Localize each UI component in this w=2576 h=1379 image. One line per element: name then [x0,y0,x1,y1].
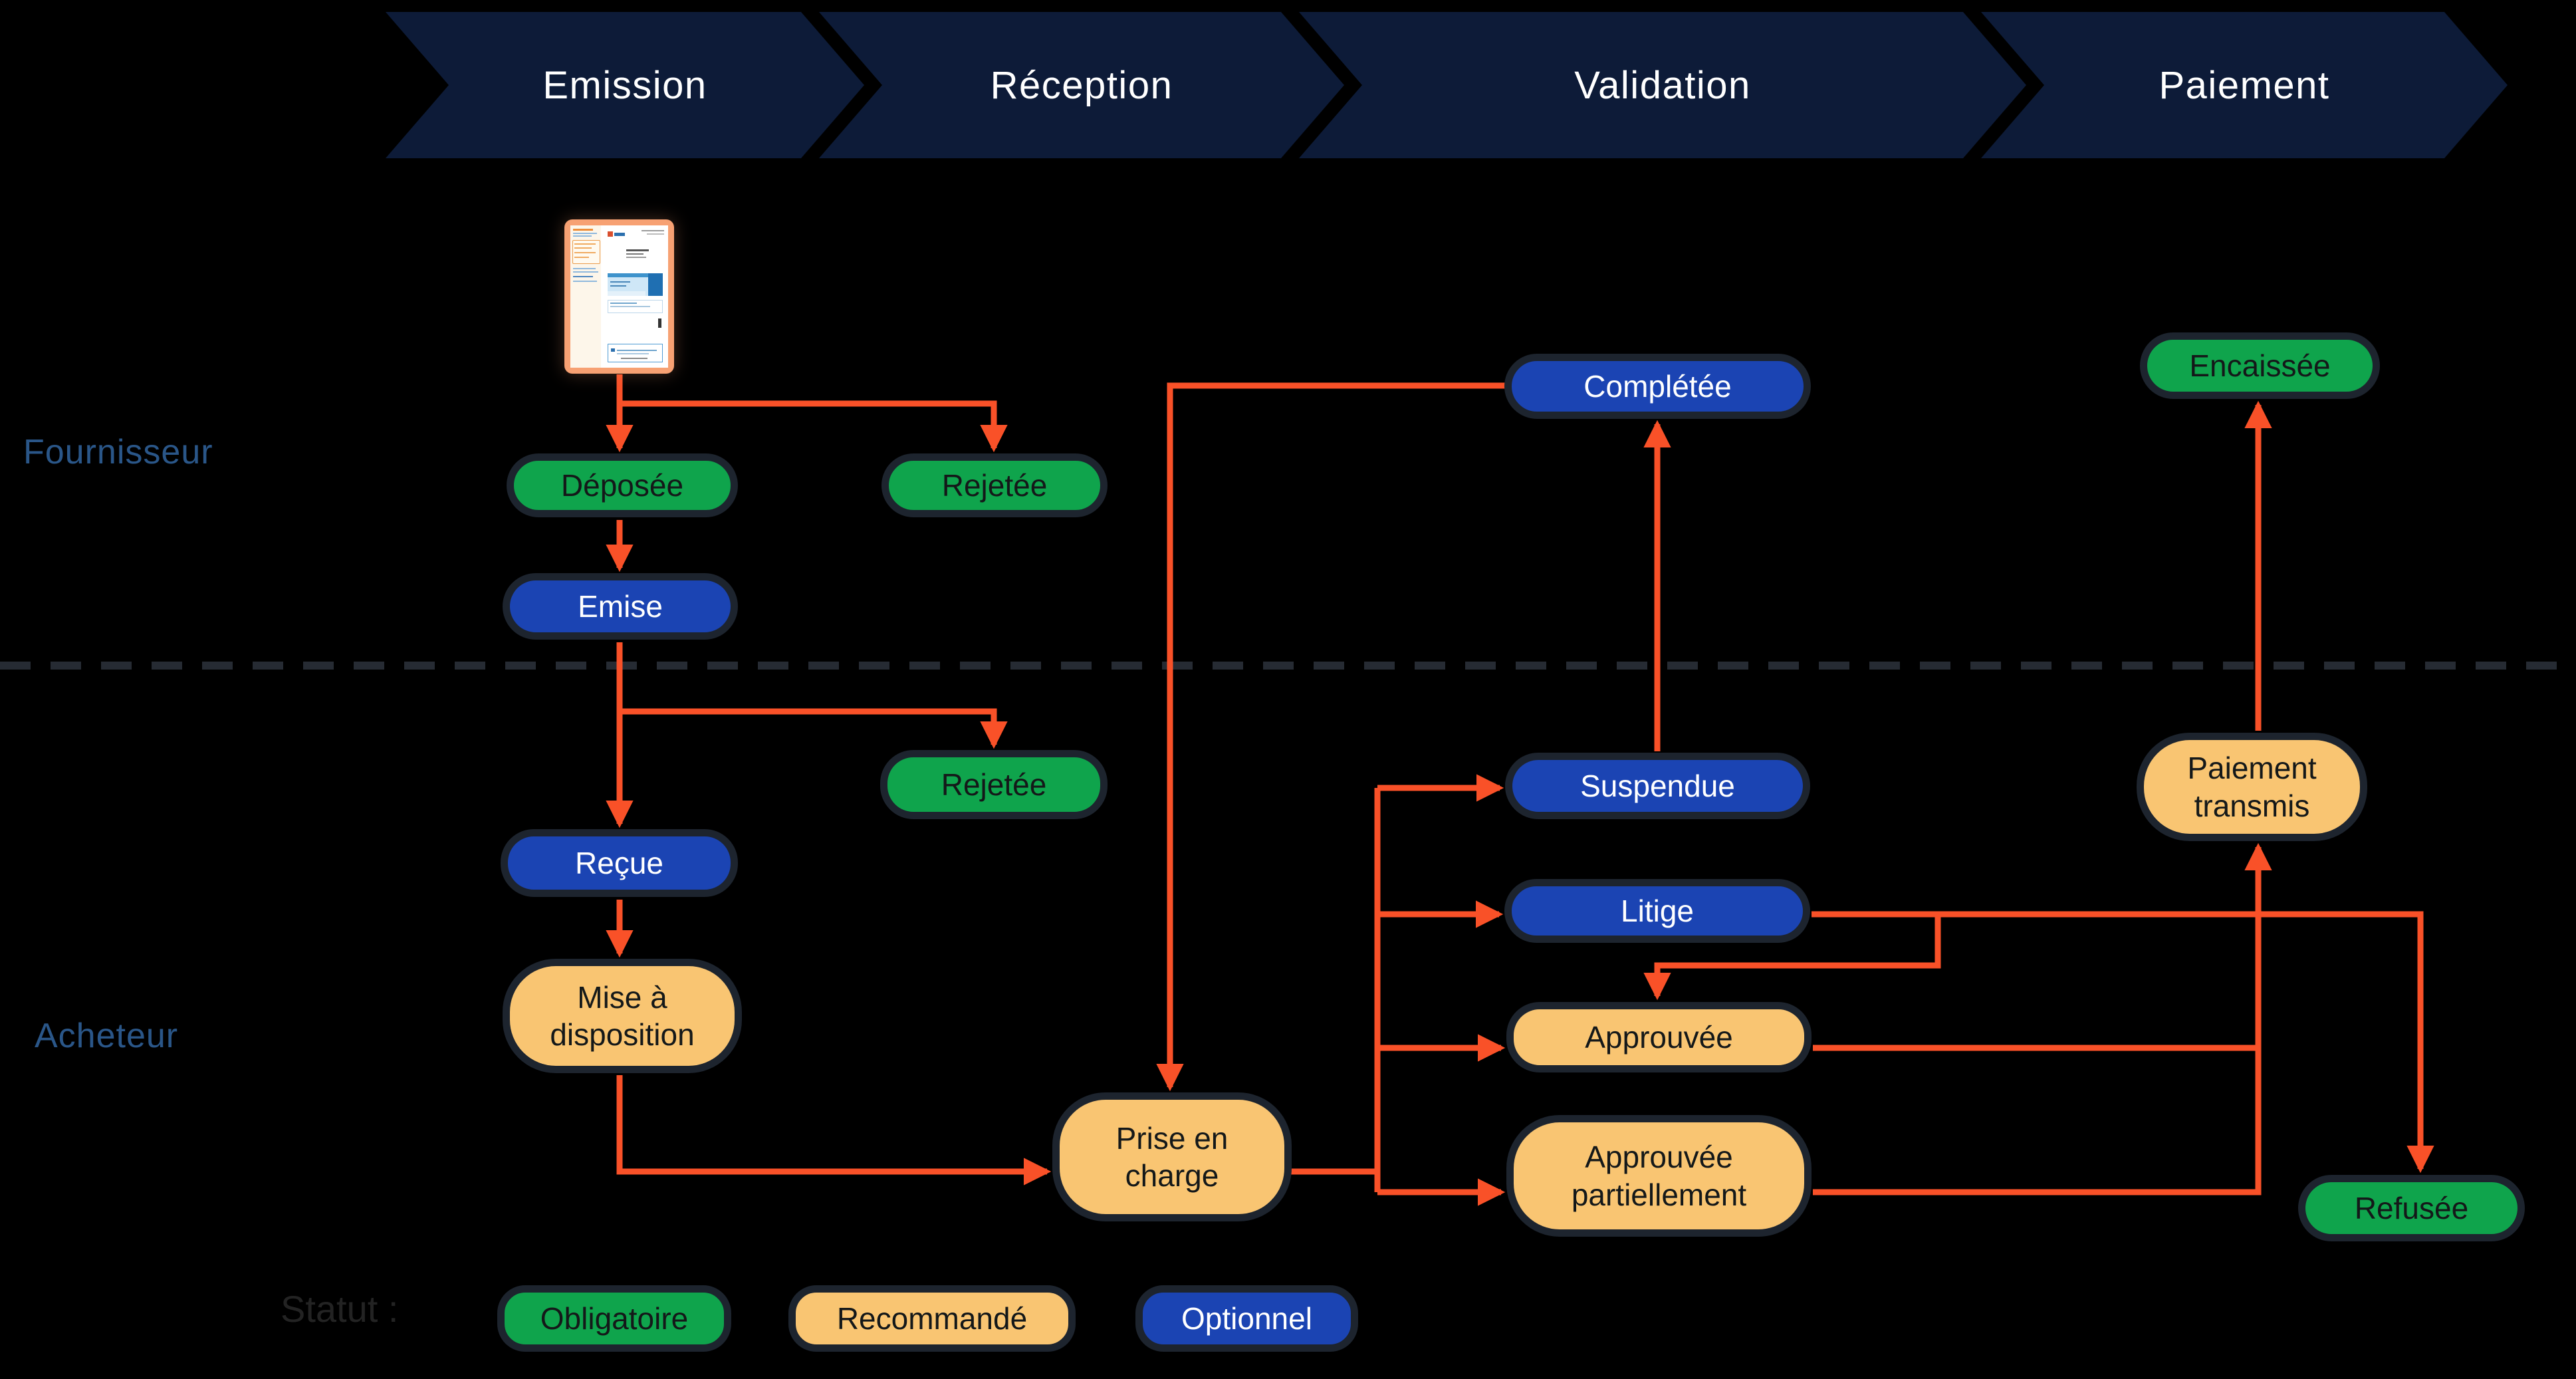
legend-item-recommande: Recommandé [788,1285,1076,1352]
status-node-approuvee-partiellement: Approuvée partiellement [1506,1115,1812,1237]
status-node-label: Déposée [560,467,684,503]
phase-label: Paiement [2159,63,2330,107]
status-node-refusee: Refusée [2298,1175,2525,1241]
legend-item-label: Obligatoire [540,1301,689,1336]
legend-item-obligatoire: Obligatoire [497,1285,731,1352]
status-node-mise-a-disposition: Mise à disposition [503,959,742,1073]
status-node-label: Reçue [575,845,663,880]
status-node-completee: Complétée [1504,354,1811,419]
lane-label-acheteur: Acheteur [35,1017,179,1055]
status-node-label: Refusée [2354,1190,2469,1225]
status-node-label: Emise [578,588,663,624]
status-node-label: Prise en charge [1115,1120,1229,1193]
status-node-encaissee: Encaissée [2140,332,2380,399]
status-node-label: Paiement transmis [2187,751,2317,823]
phase-chevron-paiement: Paiement [1981,12,2508,158]
phase-label: Réception [990,63,1173,107]
status-node-recue: Reçue [501,829,738,897]
legend-item-optionnel: Optionnel [1135,1285,1358,1352]
phase-chevron-emission: Emission [386,12,864,158]
status-node-label: Litige [1621,893,1694,928]
status-node-prise-en-charge: Prise en charge [1052,1092,1292,1221]
status-node-emise: Emise [503,573,738,640]
status-node-label: Approuvée partiellement [1571,1140,1747,1212]
status-node-deposee: Déposée [507,453,738,517]
legend-item-label: Recommandé [836,1301,1028,1336]
status-node-rejetee-reception: Rejetée [880,750,1108,819]
status-node-label: Rejetée [941,767,1047,802]
phase-chevron-reception: Réception [819,12,1344,158]
legend-item-label: Optionnel [1181,1301,1312,1336]
status-node-paiement-transmis: Paiement transmis [2137,733,2367,841]
invoice-page [570,225,668,368]
status-node-rejetee-emission: Rejetée [881,453,1108,517]
invoice-document-thumbnail-icon [564,219,674,374]
status-node-label: Rejetée [941,467,1048,503]
status-node-approuvee: Approuvée [1506,1002,1812,1072]
status-node-label: Encaissée [2189,348,2331,383]
status-node-label: Approuvée [1585,1019,1733,1055]
phase-label: Validation [1574,63,1751,107]
status-node-label: Mise à disposition [550,979,695,1052]
status-node-suspendue: Suspendue [1505,753,1810,819]
legend-title: Statut : [281,1288,399,1330]
phase-chevron-validation: Validation [1299,12,2026,158]
status-node-label: Complétée [1583,368,1732,404]
lane-label-fournisseur: Fournisseur [23,433,213,471]
status-node-label: Suspendue [1580,768,1735,803]
status-node-litige: Litige [1504,879,1810,943]
phase-label: Emission [542,63,707,107]
